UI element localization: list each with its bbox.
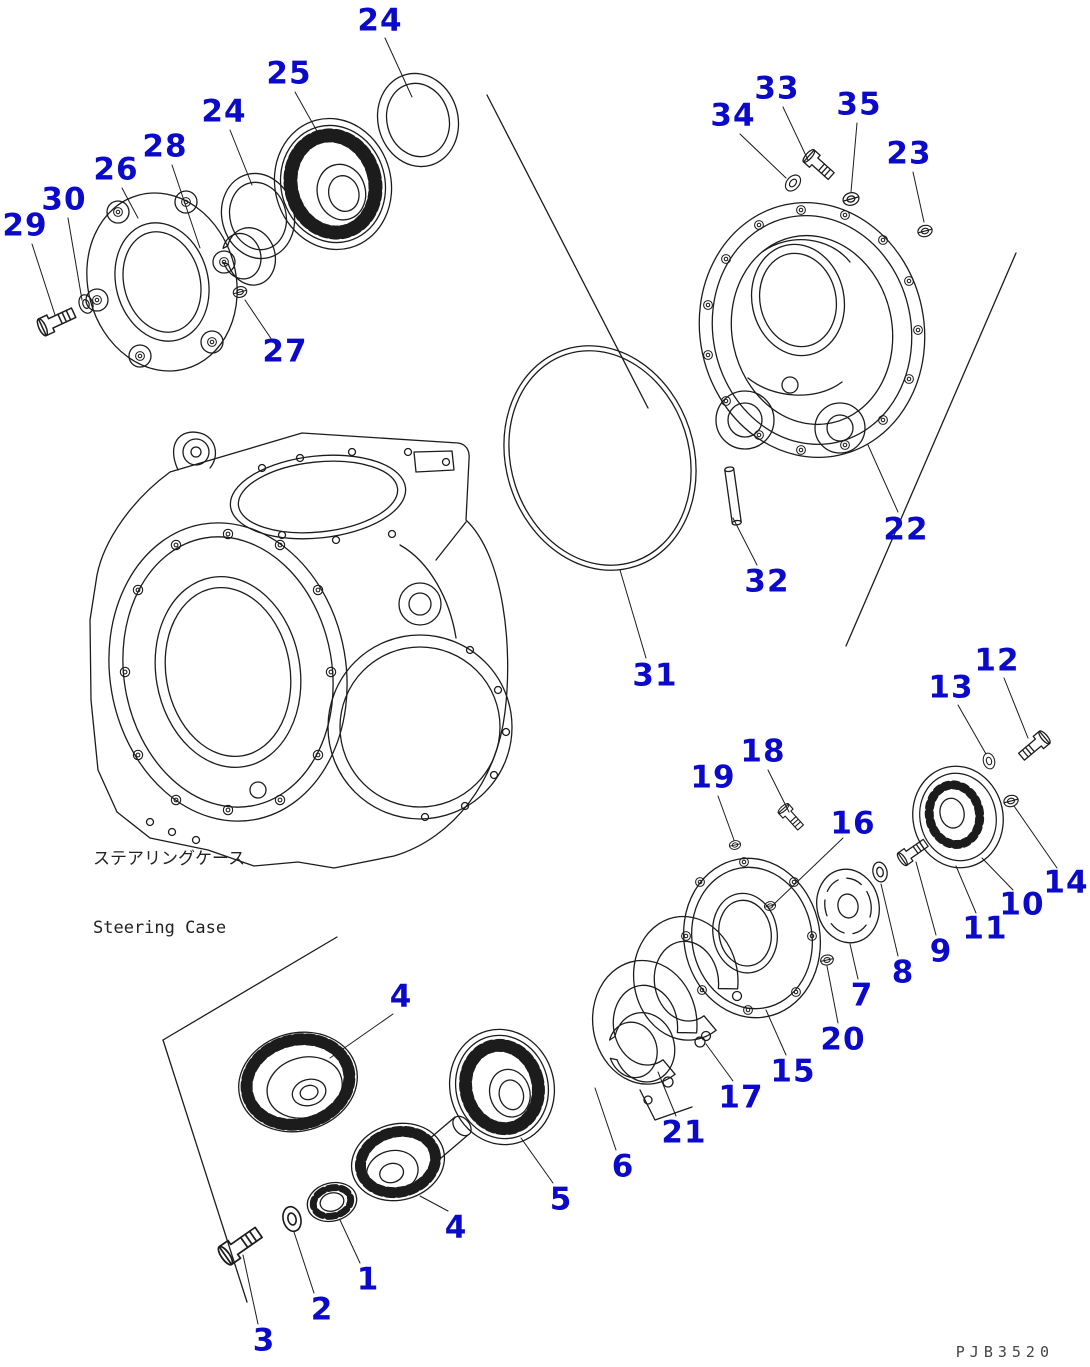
steering-case-label-en: Steering Case: [93, 918, 227, 938]
cover-15-group: [681, 801, 835, 1019]
part-callout-24: 24: [201, 93, 247, 130]
part-callout-12: 12: [974, 642, 1020, 679]
thrust-plates: [584, 909, 747, 1121]
part-callout-1: 1: [356, 1261, 380, 1298]
part-callout-4: 4: [389, 978, 413, 1015]
part-callout-23: 23: [886, 135, 932, 172]
part-callout-17: 17: [718, 1079, 764, 1116]
boundary-lines: [162, 94, 1017, 1303]
o-ring-31: [503, 345, 697, 571]
part-callout-26: 26: [93, 151, 139, 188]
steering-case-label: ステアリングケース Steering Case: [93, 802, 245, 986]
part-callout-3: 3: [252, 1322, 276, 1359]
part-callout-33: 33: [754, 70, 800, 107]
part-callout-5: 5: [549, 1181, 573, 1218]
part-callout-27: 27: [262, 333, 308, 370]
part-callout-30: 30: [41, 181, 87, 218]
part-callout-28: 28: [142, 128, 188, 165]
bevel-gear-group: [215, 1011, 676, 1268]
part-callout-20: 20: [820, 1021, 866, 1058]
part-callout-35: 35: [836, 86, 882, 123]
part-callout-18: 18: [740, 733, 786, 770]
cover-assembly-left: [34, 72, 460, 372]
part-callout-8: 8: [891, 954, 915, 991]
leader-lines: [31, 37, 1058, 1325]
part-callout-31: 31: [632, 657, 678, 694]
part-callout-14: 14: [1043, 864, 1089, 901]
part-callout-10: 10: [999, 886, 1045, 923]
housing-cover-22: [698, 147, 934, 526]
part-callout-25: 25: [266, 55, 312, 92]
part-callout-34: 34: [710, 97, 756, 134]
bearing-retainer-group: [816, 728, 1053, 944]
part-callout-24: 24: [357, 2, 403, 39]
part-callout-16: 16: [830, 805, 876, 842]
part-callout-11: 11: [962, 910, 1008, 947]
part-callout-9: 9: [929, 933, 953, 970]
part-callout-21: 21: [661, 1114, 707, 1151]
drawing-code: PJB3520: [955, 1343, 1054, 1361]
steering-case-label-jp: ステアリングケース: [93, 849, 246, 869]
part-callout-6: 6: [611, 1148, 635, 1185]
part-callout-4: 4: [444, 1209, 468, 1246]
steering-case-housing: [89, 431, 513, 869]
part-callout-22: 22: [883, 511, 929, 548]
part-callout-15: 15: [770, 1053, 816, 1090]
part-callout-7: 7: [850, 977, 874, 1014]
part-callout-29: 29: [2, 207, 48, 244]
part-callout-2: 2: [310, 1291, 334, 1328]
part-callout-19: 19: [690, 759, 736, 796]
part-callout-13: 13: [928, 669, 974, 706]
part-callout-32: 32: [744, 563, 790, 600]
